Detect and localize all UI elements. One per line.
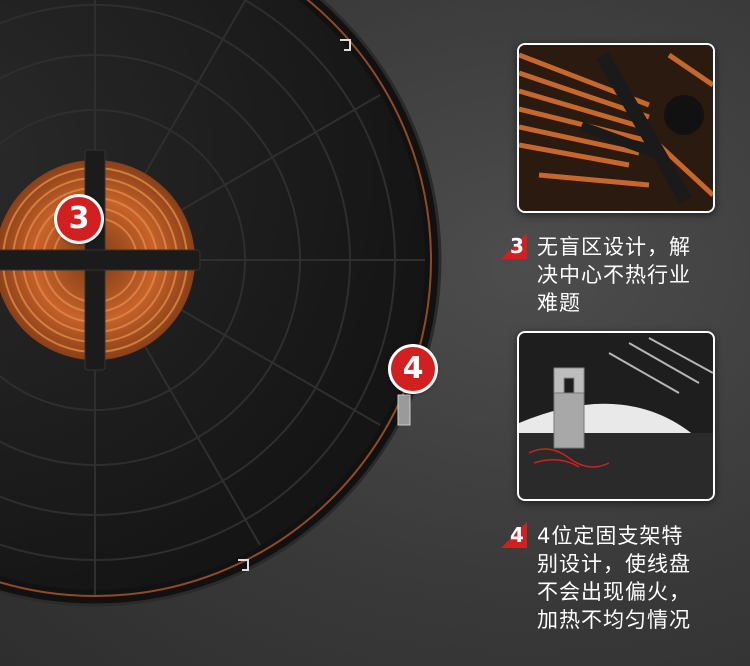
feature-4-text: 4位定固支架特 别设计，使线盘 不会出现偏火， 加热不均匀情况 (537, 522, 737, 634)
feature-3-line-1: 无盲区设计，解 (537, 235, 691, 259)
feature-4-line-1: 4位定固支架特 (537, 524, 684, 548)
feature-4-line-4: 加热不均匀情况 (537, 608, 691, 632)
feature-3-line-3: 难题 (537, 291, 581, 315)
coil-closeup-photo (517, 43, 715, 213)
feature-3-badge: 3 (497, 229, 531, 263)
feature-4-line-3: 不会出现偏火， (537, 580, 691, 604)
feature-4-line-2: 别设计，使线盘 (537, 552, 691, 576)
feature-3-text: 无盲区设计，解 决中心不热行业 难题 (537, 233, 737, 317)
feature-4-number: 4 (510, 523, 524, 547)
bracket-closeup-photo (517, 331, 715, 501)
feature-4-badge: 4 (497, 518, 531, 552)
feature-3-number: 3 (510, 234, 524, 258)
coil-number-badge: 3 (57, 197, 101, 241)
metal-bracket-closeup-icon (519, 333, 713, 499)
copper-coil-closeup-icon (519, 45, 713, 211)
feature-3-line-2: 决中心不热行业 (537, 263, 691, 287)
bracket-number-badge: 4 (391, 347, 435, 391)
